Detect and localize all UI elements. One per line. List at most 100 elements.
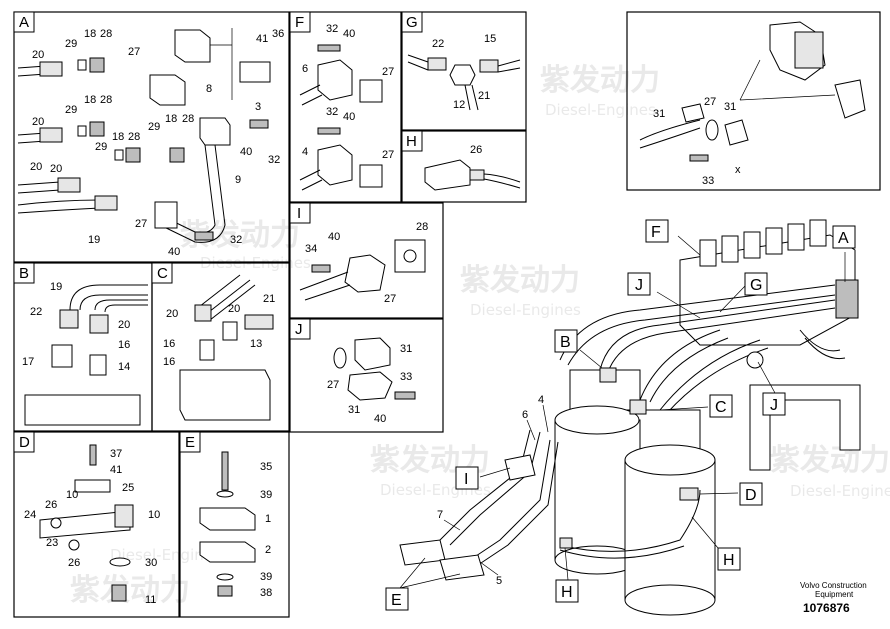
flange-i28-hole	[403, 249, 417, 263]
fitting-main-c	[629, 399, 647, 415]
leader-a-dash	[210, 28, 233, 100]
footer-company: Volvo Construction	[800, 581, 867, 590]
callout-a-box	[832, 225, 856, 249]
hose-f6	[299, 84, 323, 106]
panel-b-tag-box	[13, 262, 35, 284]
valve-spool-6	[809, 219, 827, 247]
label-f-8: 27	[382, 149, 394, 161]
inset-oring	[705, 119, 719, 141]
bolt-f32b	[317, 127, 341, 135]
panel-a-tag-box	[13, 11, 35, 33]
panel-c-frame	[151, 262, 290, 432]
adapter-b14	[89, 354, 107, 376]
inset-hose	[639, 119, 701, 149]
leader-j1	[656, 291, 701, 319]
watermark-1: 紫发动力	[540, 63, 660, 98]
oring-d26b	[68, 539, 80, 551]
inset-frame	[626, 11, 881, 191]
panel-j-tag: J	[295, 321, 303, 338]
callout-b-label: B	[560, 334, 571, 351]
motor-right-top	[624, 444, 716, 476]
elbow-c13	[222, 321, 238, 341]
block-h	[424, 159, 471, 191]
hose-a4	[17, 199, 101, 214]
fitting-main-j	[746, 351, 764, 369]
valve-spool-4	[765, 227, 783, 255]
label-a-8: 8	[206, 83, 212, 95]
watermark-2: 紫发动力	[460, 263, 580, 298]
valve-end-cap	[835, 279, 859, 319]
block-d10	[114, 504, 134, 528]
label-a-6: 41	[256, 33, 268, 45]
footer-sub: Equipment	[815, 590, 854, 599]
panel-f-frame	[289, 11, 402, 203]
panel-b: B 19 22 20 16 17 14	[13, 262, 153, 432]
bolt-j33	[394, 391, 416, 400]
callout-d-label: D	[745, 487, 757, 504]
callout-a-label: A	[838, 230, 849, 247]
panel-a: A 20 29 18 28 27 41 36 8 3	[13, 11, 290, 263]
valve-body-b	[24, 394, 141, 426]
bracket-3	[239, 61, 271, 83]
label-c-6: 16	[163, 356, 175, 368]
fitting-a4	[94, 195, 118, 211]
label-d-1: 37	[110, 448, 122, 460]
panel-e-frame	[179, 431, 290, 618]
label-d-3: 25	[122, 482, 134, 494]
label-a-15: 29	[95, 141, 107, 153]
label-a-2: 29	[65, 38, 77, 50]
clamp-d25	[74, 479, 111, 493]
flange-f4	[317, 144, 353, 186]
motor-left-top	[554, 405, 640, 435]
panel-f-tag: F	[295, 14, 304, 31]
fitting-main-d	[679, 487, 699, 501]
main-hose-2	[599, 299, 836, 373]
panel-i-frame	[289, 202, 444, 319]
label-a-25: 9	[235, 174, 241, 186]
label-a-20: 28	[182, 113, 194, 125]
label-d-6: 26	[45, 499, 57, 511]
fitting-c21	[244, 314, 274, 330]
flange-e-2	[439, 554, 485, 581]
label-a-27: 40	[168, 246, 180, 258]
flange-f27a	[359, 79, 383, 103]
watermark-5: 紫发动力	[70, 573, 190, 608]
label-f-6: 40	[343, 111, 355, 123]
callout-f: F	[645, 219, 669, 243]
label-c-2: 20	[166, 308, 178, 320]
watermark-sub-6: Diesel-Engines	[790, 482, 890, 500]
label-e-4: 2	[265, 544, 271, 556]
flange-i27	[344, 254, 386, 293]
leader-h2	[691, 516, 719, 549]
label-g-1: 22	[432, 38, 444, 50]
leader-j2	[757, 361, 776, 394]
callout-e-box	[385, 587, 409, 611]
callout-e-label: E	[391, 592, 402, 609]
tee-g12	[449, 64, 476, 86]
callout-j2: J	[762, 392, 786, 416]
label-b-6: 14	[118, 361, 130, 373]
callout-h1: H	[555, 579, 579, 603]
fitting-b1	[59, 309, 79, 329]
label-a-26: 19	[88, 234, 100, 246]
panel-a-frame	[13, 11, 290, 263]
watermark-6: 紫发动力	[770, 443, 890, 478]
label-e-5: 39	[260, 571, 272, 583]
label-i-3: 28	[416, 221, 428, 233]
panel-i-tag-box	[289, 202, 311, 224]
bolt-e35	[221, 451, 229, 491]
label-j-4: 31	[348, 404, 360, 416]
inset-leaders	[739, 59, 836, 101]
bolt-32a	[249, 119, 269, 129]
panel-i: I 34 40 28 27	[289, 202, 444, 319]
callout-g-box	[744, 272, 768, 296]
callout-g-label: G	[750, 277, 762, 294]
label-d-11: 11	[145, 594, 156, 606]
flange-f27b	[359, 164, 383, 188]
oring-d26	[50, 517, 62, 529]
label-a-24: 27	[135, 218, 147, 230]
label-f-1: 32	[326, 23, 338, 35]
panel-g-tag: G	[406, 14, 418, 31]
label-f-3: 6	[302, 63, 308, 75]
callout-a: A	[832, 225, 856, 249]
